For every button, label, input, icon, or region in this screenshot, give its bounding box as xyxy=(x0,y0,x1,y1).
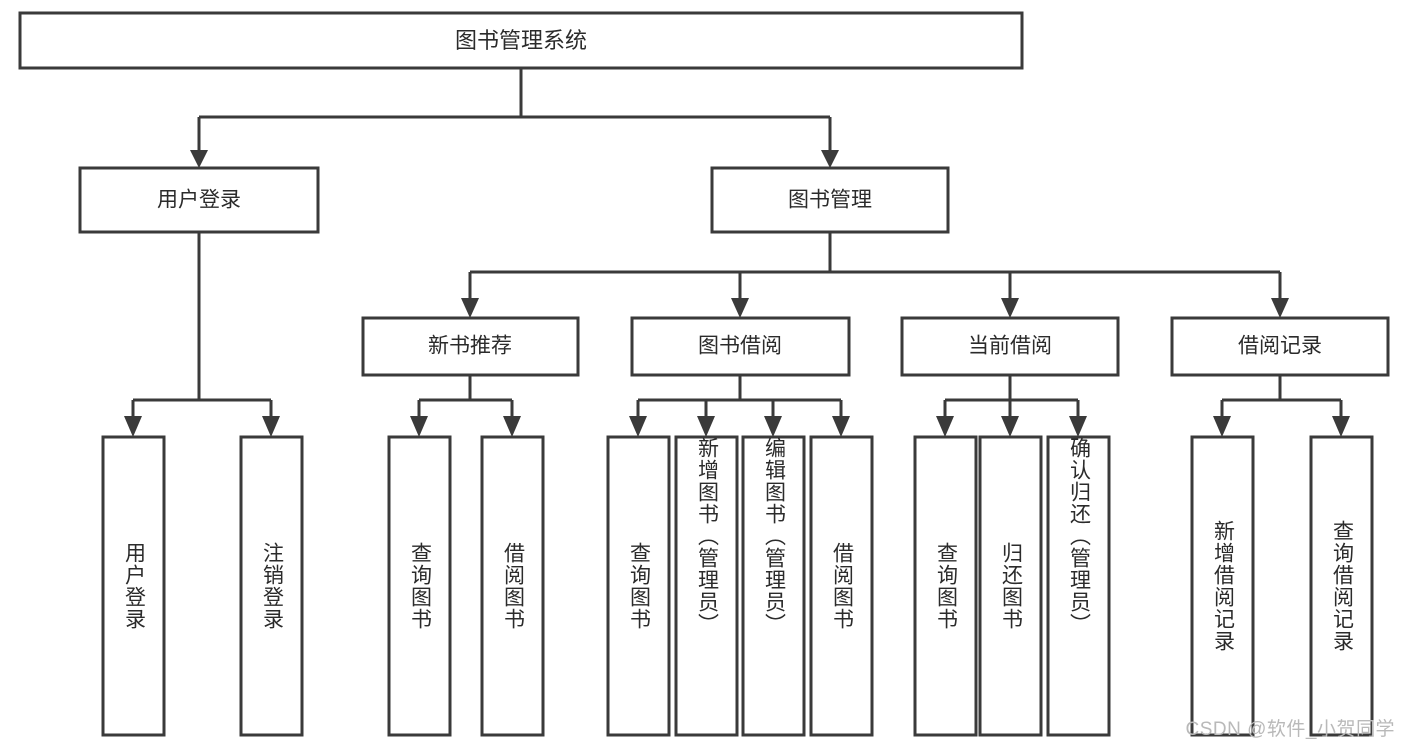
leaf-logout-login-box[interactable] xyxy=(239,435,304,737)
node-current-borrow-box[interactable] xyxy=(900,316,1120,377)
node-book-borrow-label: 图书借阅 xyxy=(698,335,782,358)
node-book-borrow-box[interactable] xyxy=(630,316,851,377)
node-book-management[interactable]: 图书管理 xyxy=(710,166,950,234)
leaf-query-book-2-box[interactable] xyxy=(606,435,671,737)
arrow-to-user-login xyxy=(190,150,208,168)
arrow-to-book-borrow xyxy=(731,298,749,318)
leaf-add-borrow-record-box[interactable] xyxy=(1190,435,1255,737)
connector-bookmgmt-to-level3 xyxy=(461,232,1289,318)
node-new-book-recommend-label: 新书推荐 xyxy=(428,335,512,358)
node-borrow-record-label: 借阅记录 xyxy=(1238,335,1322,358)
node-user-login-box[interactable] xyxy=(78,166,320,234)
leaf-confirm-return-box[interactable] xyxy=(1046,435,1111,737)
node-new-book-recommend-box[interactable] xyxy=(361,316,580,377)
node-current-borrow-label: 当前借阅 xyxy=(968,335,1052,358)
node-current-borrow[interactable]: 当前借阅 xyxy=(900,316,1120,377)
arrow-to-borrow-record xyxy=(1271,298,1289,318)
node-user-login[interactable]: 用户登录 xyxy=(78,166,320,234)
arrow-to-new-book-recommend xyxy=(461,298,479,318)
arrow-to-book-management xyxy=(821,150,839,168)
connector-currentborrow-to-leaves xyxy=(936,375,1087,437)
node-system-title[interactable]: 图书管理系统 xyxy=(18,11,1024,70)
node-borrow-record[interactable]: 借阅记录 xyxy=(1170,316,1390,377)
node-system-title-box[interactable] xyxy=(18,11,1024,70)
leaf-query-borrow-record-box[interactable] xyxy=(1309,435,1374,737)
leaf-return-book-box[interactable] xyxy=(978,435,1043,737)
watermark-text: CSDN @软件_小贺同学 xyxy=(1185,719,1395,740)
connector-bookborrow-to-leaves xyxy=(629,375,850,437)
leaf-borrow-book-2-box[interactable] xyxy=(809,435,874,737)
leaf-add-book-box[interactable] xyxy=(674,435,739,737)
leaf-query-book-3-box[interactable] xyxy=(913,435,978,737)
connector-root-to-level2 xyxy=(190,68,839,168)
node-new-book-recommend[interactable]: 新书推荐 xyxy=(361,316,580,377)
connector-borrowrecord-to-leaves xyxy=(1213,375,1350,437)
leaf-query-book-1-box[interactable] xyxy=(387,435,452,737)
node-system-title-label: 图书管理系统 xyxy=(455,28,587,53)
node-borrow-record-box[interactable] xyxy=(1170,316,1390,377)
node-user-login-label: 用户登录 xyxy=(157,189,241,212)
node-book-management-box[interactable] xyxy=(710,166,950,234)
arrow-to-current-borrow xyxy=(1001,298,1019,318)
leaf-edit-book-box[interactable] xyxy=(741,435,806,737)
connector-newbook-to-leaves xyxy=(410,375,521,437)
node-book-management-label: 图书管理 xyxy=(788,189,872,212)
leaf-boxes xyxy=(101,435,1374,737)
leaf-user-login-box[interactable] xyxy=(101,435,166,737)
connector-userlogin-to-leaves xyxy=(124,232,280,437)
node-book-borrow[interactable]: 图书借阅 xyxy=(630,316,851,377)
leaf-borrow-book-1-box[interactable] xyxy=(480,435,545,737)
